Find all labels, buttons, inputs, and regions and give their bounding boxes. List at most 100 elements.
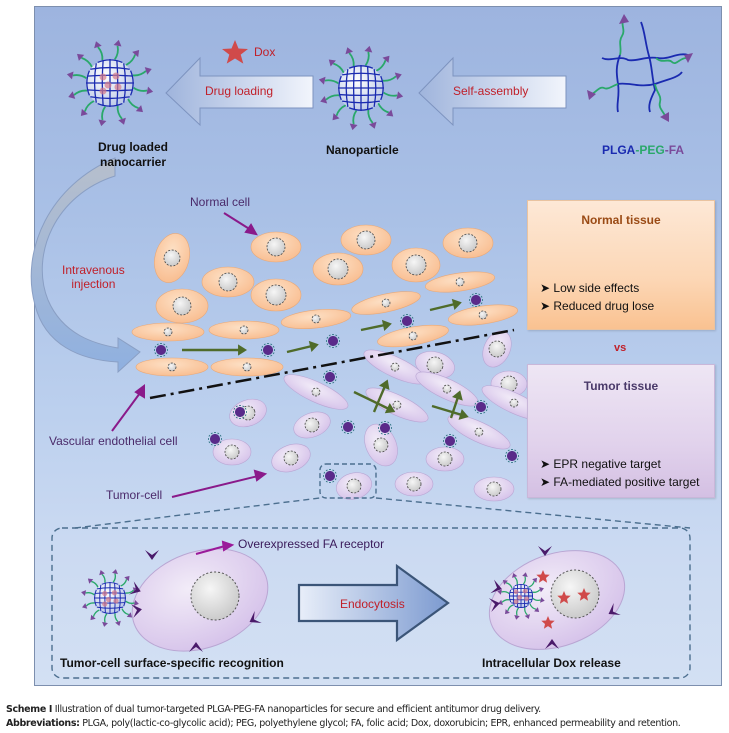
mini-nanoparticle: [153, 342, 169, 358]
label-line: Intravenous: [62, 263, 125, 277]
peg-chain: [127, 98, 139, 110]
overexpressed-receptor-label: Overexpressed FA receptor: [238, 537, 385, 551]
fa-ligand: [534, 607, 540, 613]
scheme-label: Scheme I: [6, 704, 53, 715]
fa-receptor-icons: [128, 550, 262, 652]
peg-chain: [524, 607, 528, 616]
fa-ligand: [514, 615, 520, 620]
peg-chain: [116, 105, 123, 120]
tumor-tissue-title: Tumor tissue: [583, 379, 659, 393]
mesh-line: [511, 602, 531, 605]
mesh-line: [348, 107, 374, 111]
mesh-line: [114, 582, 116, 614]
self-assembly-arrow: [418, 56, 567, 127]
fa-ligand: [98, 119, 107, 127]
zoom-selection-box: [319, 463, 377, 499]
nucleus: [327, 258, 349, 280]
dox-molecule: [102, 590, 108, 597]
normal-cell: [208, 320, 280, 340]
fa-ligand: [124, 575, 130, 582]
diffusion-arrow: [429, 298, 462, 312]
dox-star-icon: [222, 40, 248, 64]
peg-chain: [532, 589, 541, 593]
normal-cell: [131, 322, 205, 342]
fa-ligand: [102, 621, 108, 627]
fa-ligand: [118, 117, 126, 125]
peg-chain: [85, 602, 95, 607]
drug-loading-label: Drug loading: [205, 84, 274, 98]
mesh-line: [101, 611, 119, 614]
dox-label: Dox: [254, 45, 276, 59]
normal-cell: [442, 227, 494, 259]
plga-text: PLGA: [602, 143, 636, 157]
nucleus: [405, 254, 427, 276]
peg-chain: [516, 607, 520, 616]
tumor-cell: [473, 476, 515, 502]
abbreviations-caption: Abbreviations: PLGA, poly(lactic-co-glyc…: [6, 718, 681, 729]
normal-cell: [201, 266, 255, 298]
fa-ligand: [349, 123, 358, 131]
peg-chain: [364, 51, 370, 66]
fa-ligand: [539, 586, 544, 593]
dox-molecule: [111, 590, 118, 596]
nucleus: [163, 249, 181, 267]
targeting-nanoparticle-icon: [81, 569, 139, 627]
bullet-text: EPR negative target: [553, 457, 661, 471]
tumor-cell-label: Tumor-cell: [106, 488, 163, 502]
tumor-cell: [293, 411, 331, 439]
fa-ligand: [135, 105, 143, 113]
fa-ligand: [133, 600, 139, 606]
peg-chain: [101, 573, 106, 583]
mini-nanoparticle: [468, 292, 484, 308]
cell-field: [131, 224, 547, 502]
dox-molecule: [104, 81, 112, 89]
fa-ligand: [345, 47, 354, 55]
nucleus: [239, 325, 249, 335]
nucleus: [167, 362, 177, 372]
endocytosis-label: Endocytosis: [340, 597, 405, 611]
mesh-line: [90, 96, 130, 100]
released-dox-stars: [536, 570, 591, 629]
peg-chain: [324, 79, 339, 85]
peg-chain: [112, 573, 117, 583]
peg-chain: [375, 59, 387, 72]
normal-cell: [351, 291, 421, 315]
peg-chain: [132, 70, 147, 77]
tumor-cell: [394, 471, 434, 497]
normal-cell: [391, 247, 441, 283]
dox-molecule: [517, 594, 523, 600]
dox-star: [557, 591, 571, 604]
fa-ligand: [368, 121, 377, 129]
nucleus: [381, 298, 391, 308]
dash: -: [664, 143, 669, 157]
fa-ligand: [540, 597, 545, 603]
peg-chain: [133, 87, 148, 92]
bullet-text: FA-mediated positive target: [553, 475, 700, 489]
fa-ligand: [382, 55, 390, 63]
normal-cell: [312, 252, 364, 286]
mesh-line: [123, 589, 126, 607]
diffusion-arrow: [286, 340, 319, 354]
drug-loading-arrow: [165, 56, 314, 127]
vs-label: vs: [614, 342, 627, 354]
normal-tissue-box: Normal tissue ➤ Low side effects ➤ Reduc…: [527, 200, 715, 330]
mesh-line: [527, 586, 530, 606]
peg-chain: [114, 613, 119, 623]
fa-ligand: [82, 603, 88, 609]
peg-chain: [83, 100, 95, 112]
nucleus: [172, 296, 192, 316]
scheme-text: Illustration of dual tumor-targeted PLGA…: [52, 704, 541, 715]
tumor-tissue-box: Tumor tissue ➤ EPR negative target ➤ FA-…: [527, 364, 715, 498]
peg-chain: [514, 576, 518, 585]
polymer-label: PLGA-PEG-FA: [602, 143, 684, 157]
mini-nanoparticle: [442, 433, 458, 449]
fa-receptor: [545, 639, 559, 649]
nucleus: [242, 362, 252, 372]
nucleus: [437, 451, 453, 467]
fa-ligand: [94, 41, 102, 49]
diffusion-arrow: [182, 344, 247, 356]
bullet-text: Reduced drug lose: [553, 299, 655, 313]
peg-chain: [125, 54, 137, 66]
peg-chain: [501, 591, 510, 595]
mesh-line: [118, 584, 121, 612]
